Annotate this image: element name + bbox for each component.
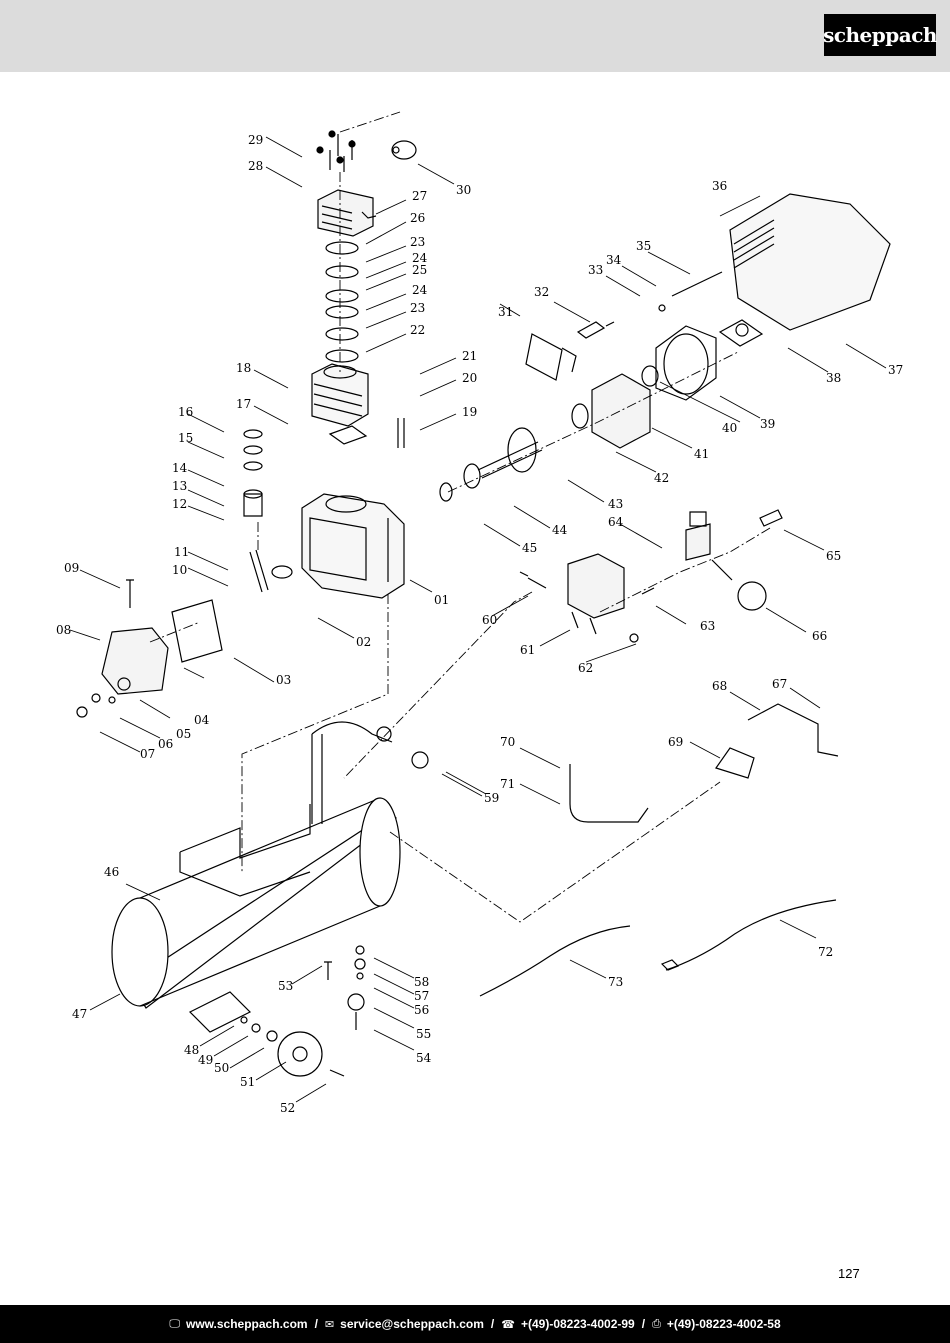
callout: 25 [412, 263, 427, 277]
separator: / [641, 1317, 646, 1331]
email-link[interactable]: service@scheppach.com [340, 1317, 484, 1331]
callout: 72 [818, 945, 833, 959]
assembly-lines [149, 111, 771, 923]
callout: 44 [552, 523, 568, 537]
callout: 28 [248, 159, 263, 173]
scheppach-logo: scheppach [823, 14, 937, 56]
callout: 50 [214, 1061, 229, 1075]
callout: 21 [462, 349, 477, 363]
callout: 59 [484, 791, 499, 805]
exploded-parts-diagram: 01 02 03 04 05 06 07 08 09 10 11 12 13 1… [0, 72, 950, 1152]
callout: 64 [608, 515, 624, 529]
separator: / [490, 1317, 495, 1331]
header-band [0, 0, 950, 72]
callout: 73 [608, 975, 623, 989]
callout: 23 [410, 235, 425, 249]
fax-icon: ⎙ [652, 1317, 661, 1330]
leader-lines [69, 136, 887, 1103]
callout: 12 [172, 497, 187, 511]
fax-number: +(49)-08223-4002-58 [666, 1317, 781, 1331]
callout: 10 [172, 563, 187, 577]
footer-contact-bar: 🖵 www.scheppach.com / ✉ service@scheppac… [0, 1305, 950, 1343]
callout: 27 [412, 189, 427, 203]
website-link[interactable]: www.scheppach.com [185, 1317, 308, 1331]
callout: 47 [72, 1007, 87, 1021]
callout: 53 [278, 979, 293, 993]
callout: 33 [588, 263, 603, 277]
callout: 02 [356, 635, 371, 649]
callout: 68 [712, 679, 727, 693]
callout: 07 [140, 747, 155, 761]
callout: 48 [184, 1043, 199, 1057]
callout: 04 [194, 713, 210, 727]
callout: 23 [410, 301, 425, 315]
callout: 24 [412, 251, 428, 265]
phone-icon: ☎ [501, 1318, 515, 1331]
callout: 17 [236, 397, 251, 411]
callout: 67 [772, 677, 787, 691]
callout: 65 [826, 549, 841, 563]
callout: 26 [410, 211, 425, 225]
callout: 71 [500, 777, 515, 791]
callout: 56 [414, 1003, 429, 1017]
callout: 29 [248, 133, 263, 147]
callout: 70 [500, 735, 515, 749]
callout: 18 [236, 361, 251, 375]
callout: 22 [410, 323, 425, 337]
callout: 20 [462, 371, 477, 385]
callout: 46 [104, 865, 119, 879]
callout: 54 [416, 1051, 432, 1065]
callout: 62 [578, 661, 593, 675]
callout: 57 [414, 989, 429, 1003]
callout: 43 [608, 497, 623, 511]
callout: 13 [172, 479, 187, 493]
callout: 31 [498, 305, 513, 319]
callout: 40 [722, 421, 737, 435]
callout: 32 [534, 285, 549, 299]
callout: 36 [712, 179, 727, 193]
callout: 34 [606, 253, 622, 267]
callout: 60 [482, 613, 497, 627]
callout: 08 [56, 623, 71, 637]
callout: 01 [434, 593, 449, 607]
callout: 42 [654, 471, 669, 485]
callout: 03 [276, 673, 291, 687]
callout: 63 [700, 619, 715, 633]
callout: 09 [64, 561, 79, 575]
callout: 61 [520, 643, 535, 657]
parts-drawing: 01 02 03 04 05 06 07 08 09 10 11 12 13 1… [56, 111, 903, 1115]
callout: 11 [174, 545, 189, 559]
callout: 35 [636, 239, 651, 253]
callout: 05 [176, 727, 191, 741]
callout-labels: 01 02 03 04 05 06 07 08 09 10 11 12 13 1… [56, 133, 903, 1115]
callout: 66 [812, 629, 827, 643]
callout: 16 [178, 405, 193, 419]
callout: 52 [280, 1101, 295, 1115]
callout: 06 [158, 737, 173, 751]
callout: 38 [826, 371, 841, 385]
callout: 37 [888, 363, 903, 377]
phone-number: +(49)-08223-4002-99 [520, 1317, 635, 1331]
mail-icon: ✉ [324, 1318, 335, 1331]
callout: 39 [760, 417, 775, 431]
callout: 19 [462, 405, 477, 419]
callout: 14 [172, 461, 188, 475]
callout: 30 [456, 183, 471, 197]
callout: 45 [522, 541, 537, 555]
callout: 58 [414, 975, 429, 989]
callout: 55 [416, 1027, 431, 1041]
separator: / [314, 1317, 318, 1331]
callout: 41 [694, 447, 709, 461]
callout: 69 [668, 735, 683, 749]
callout: 51 [240, 1075, 255, 1089]
computer-icon: 🖵 [169, 1317, 180, 1330]
callout: 49 [198, 1053, 213, 1067]
callout: 15 [178, 431, 193, 445]
callout: 24 [412, 283, 428, 297]
page-number: 127 [838, 1266, 860, 1281]
drawing-lines [76, 130, 891, 1077]
